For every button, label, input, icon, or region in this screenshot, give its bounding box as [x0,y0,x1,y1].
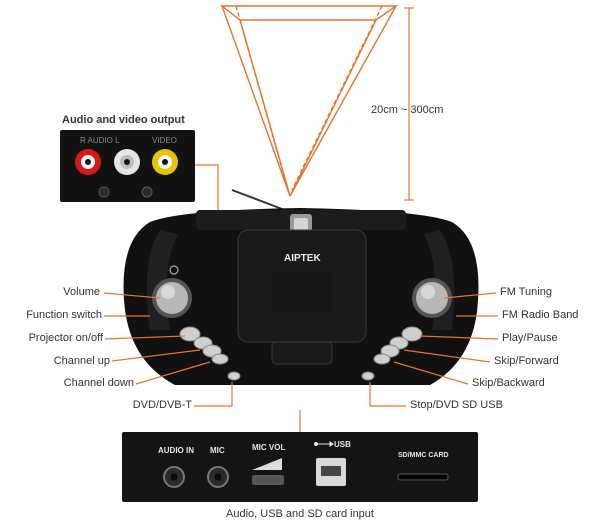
av-jacks [75,149,178,198]
distance-label: 20cm ~ 300cm [371,104,444,116]
callout-fm-radio-band: FM Radio Band [502,309,579,321]
callout-skip-forward: Skip/Forward [494,355,559,367]
brand-logo: AIPTEK [284,253,321,264]
callout-stop-dvd-sd-usb: Stop/DVD SD USB [410,399,503,411]
callout-skip-backward: Skip/Backward [472,377,545,389]
sd-card-slot [397,473,449,481]
left-leaders [103,292,233,407]
power-icon [169,265,179,275]
right-leaders [369,292,499,407]
av-printed-label: R AUDIO L [80,136,120,145]
port-label: SD/MMC CARD [398,452,449,459]
left-buttons [179,326,241,381]
callout-function-switch: Function switch [26,309,102,321]
port-label: MIC [210,446,225,455]
callout-projector-on-off: Projector on/off [28,332,103,344]
antenna [231,189,291,213]
bottom-dock-tab [271,341,333,365]
callout-play-pause: Play/Pause [502,332,558,344]
port-label: MIC VOL [252,443,285,452]
projection-cone [219,5,399,197]
callout-channel-down: Channel down [63,377,134,389]
mic-vol-wedge [252,458,282,470]
av-output-title: Audio and video output [62,114,185,126]
port-label: AUDIO IN [158,446,194,455]
speaker-grille [272,272,332,312]
callout-channel-up: Channel up [53,355,110,367]
callout-volume: Volume [63,286,100,298]
mic-vol-wheel [252,475,284,485]
right-buttons [361,326,423,381]
av-printed-label: VIDEO [152,136,177,145]
usb-icon [314,441,334,447]
callout-dvd-dvb-t: DVD/DVB-T [132,399,192,411]
input-panel-caption: Audio, USB and SD card input [226,508,374,520]
distance-bracket [404,7,414,201]
input-ports [163,458,449,488]
callout-fm-tuning: FM Tuning [500,286,552,298]
volume-knob [152,278,192,318]
av-leader [195,164,219,212]
fm-tuning-knob [412,278,452,318]
port-label: USB [334,440,351,449]
